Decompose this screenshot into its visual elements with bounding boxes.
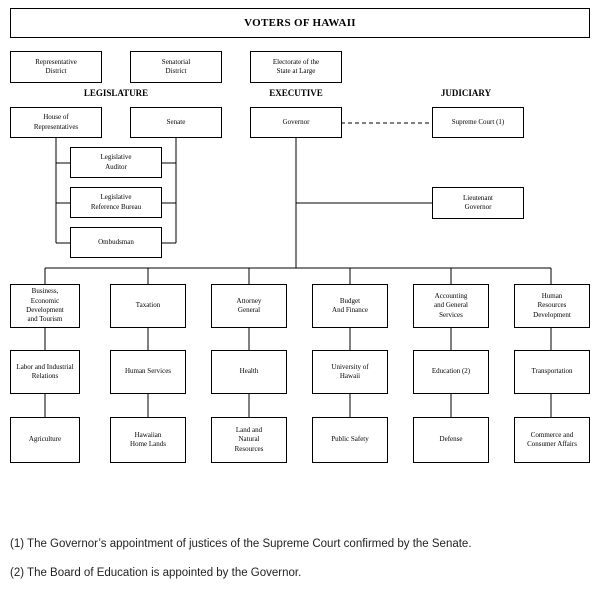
dept-taxation: Taxation [110, 284, 186, 328]
governor-box: Governor [250, 107, 342, 138]
dept-hawaiian-home-lands: Hawaiian Home Lands [110, 417, 186, 463]
dept-attorney-general: Attorney General [211, 284, 287, 328]
legislative-auditor-box: Legislative Auditor [70, 147, 162, 178]
representative-district-box: Representative District [10, 51, 102, 83]
senatorial-district-box: Senatorial District [130, 51, 222, 83]
footnote-board-of-education: (2) The Board of Education is appointed … [10, 567, 302, 579]
dept-health: Health [211, 350, 287, 394]
dept-defense: Defense [413, 417, 489, 463]
dept-land-natural-resources: Land and Natural Resources [211, 417, 287, 463]
dept-business-economic-development-tourism: Business, Economic Development and Touri… [10, 284, 80, 328]
judiciary-header: JUDICIARY [440, 88, 492, 98]
dept-accounting-general-services: Accounting and General Services [413, 284, 489, 328]
dept-human-resources-development: Human Resources Development [514, 284, 590, 328]
dept-public-safety: Public Safety [312, 417, 388, 463]
footnote-supreme-court: (1) The Governor’s appointment of justic… [10, 538, 472, 550]
electorate-state-at-large-box: Electorate of the State at Large [250, 51, 342, 83]
voters-of-hawaii-title: VOTERS OF HAWAII [10, 8, 590, 38]
ombudsman-box: Ombudsman [70, 227, 162, 258]
dept-education: Education (2) [413, 350, 489, 394]
senate-box: Senate [130, 107, 222, 138]
dept-labor-industrial-relations: Labor and Industrial Relations [10, 350, 80, 394]
dept-agriculture: Agriculture [10, 417, 80, 463]
legislative-reference-bureau-box: Legislative Reference Bureau [70, 187, 162, 218]
dept-budget-and-finance: Budget And Finance [312, 284, 388, 328]
dept-commerce-consumer-affairs: Commerce and Consumer Affairs [514, 417, 590, 463]
supreme-court-box: Supreme Court (1) [432, 107, 524, 138]
dept-transportation: Transportation [514, 350, 590, 394]
house-of-representatives-box: House of Representatives [10, 107, 102, 138]
legislature-header: LEGISLATURE [83, 88, 149, 98]
lieutenant-governor-box: Lieutenant Governor [432, 187, 524, 219]
dept-university-of-hawaii: University of Hawaii [312, 350, 388, 394]
executive-header: EXECUTIVE [269, 88, 323, 98]
dept-human-services: Human Services [110, 350, 186, 394]
